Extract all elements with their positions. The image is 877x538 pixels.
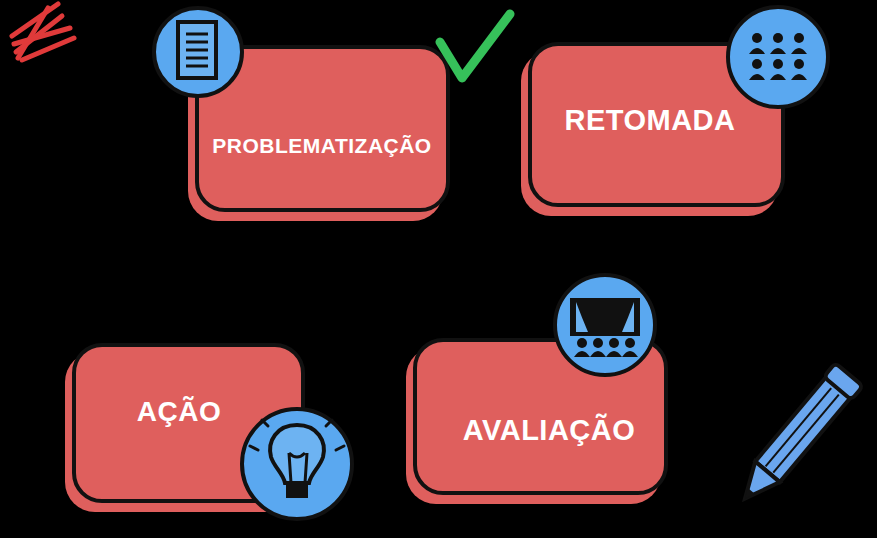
bulb-icon bbox=[242, 409, 352, 519]
document-icon bbox=[154, 8, 242, 96]
check-mark bbox=[440, 14, 510, 78]
box-label: AVALIAÇÃO bbox=[463, 415, 636, 447]
red-fan bbox=[12, 4, 74, 60]
pencil bbox=[731, 363, 863, 510]
people-icon bbox=[728, 7, 828, 107]
box-label: AÇÃO bbox=[137, 397, 221, 428]
box-label: PROBLEMATIZAÇÃO bbox=[212, 134, 431, 157]
theater-icon bbox=[555, 275, 655, 375]
box-label: RETOMADA bbox=[564, 105, 735, 137]
